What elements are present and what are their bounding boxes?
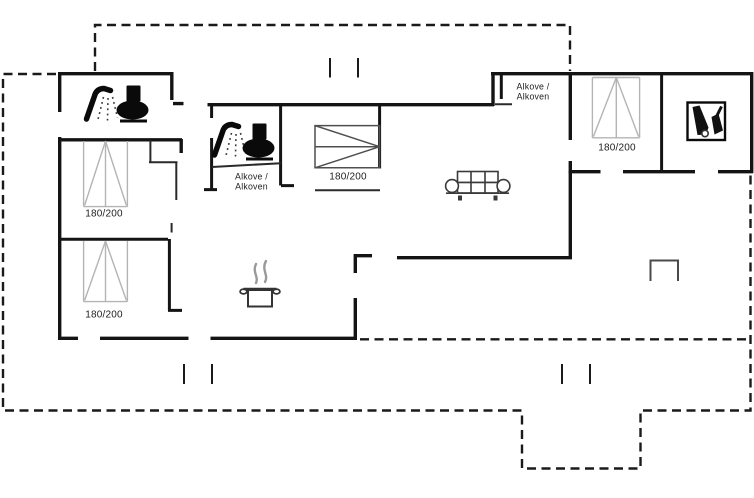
cooking-pot-icon [239,259,281,308]
alcove-label: Alkove / Alkoven [235,171,268,192]
alcove-label-line1: Alkove / [235,171,268,181]
alcove-label-line2: Alkoven [516,91,550,102]
terrace-bench-icon [649,259,679,281]
alcove-label-line2: Alkoven [235,181,268,192]
bed-size-label: 180/200 [598,142,636,153]
bed-size-label: 180/200 [85,309,123,321]
bottles-icon [686,101,727,142]
sofa-icon [444,170,511,201]
double-bed-top-right [591,76,641,139]
double-bed-left-top [82,140,129,208]
terrace-outline [1,23,752,470]
double-bed-middle [314,124,381,169]
alcove-label: Alkove / Alkoven [517,81,550,102]
shower-icon [83,85,119,122]
detail-lines [149,103,512,233]
alcove-label-line1: Alkove / [516,81,550,91]
toilet-icon [116,85,149,123]
bed-size-label: 180/200 [85,208,123,220]
entrance-step-marks [183,58,591,384]
exterior-walls [58,72,754,340]
shower-icon [211,121,247,158]
bed-size-label: 180/200 [329,171,367,183]
double-bed-left-bottom [82,240,129,303]
toilet-icon [242,123,275,161]
